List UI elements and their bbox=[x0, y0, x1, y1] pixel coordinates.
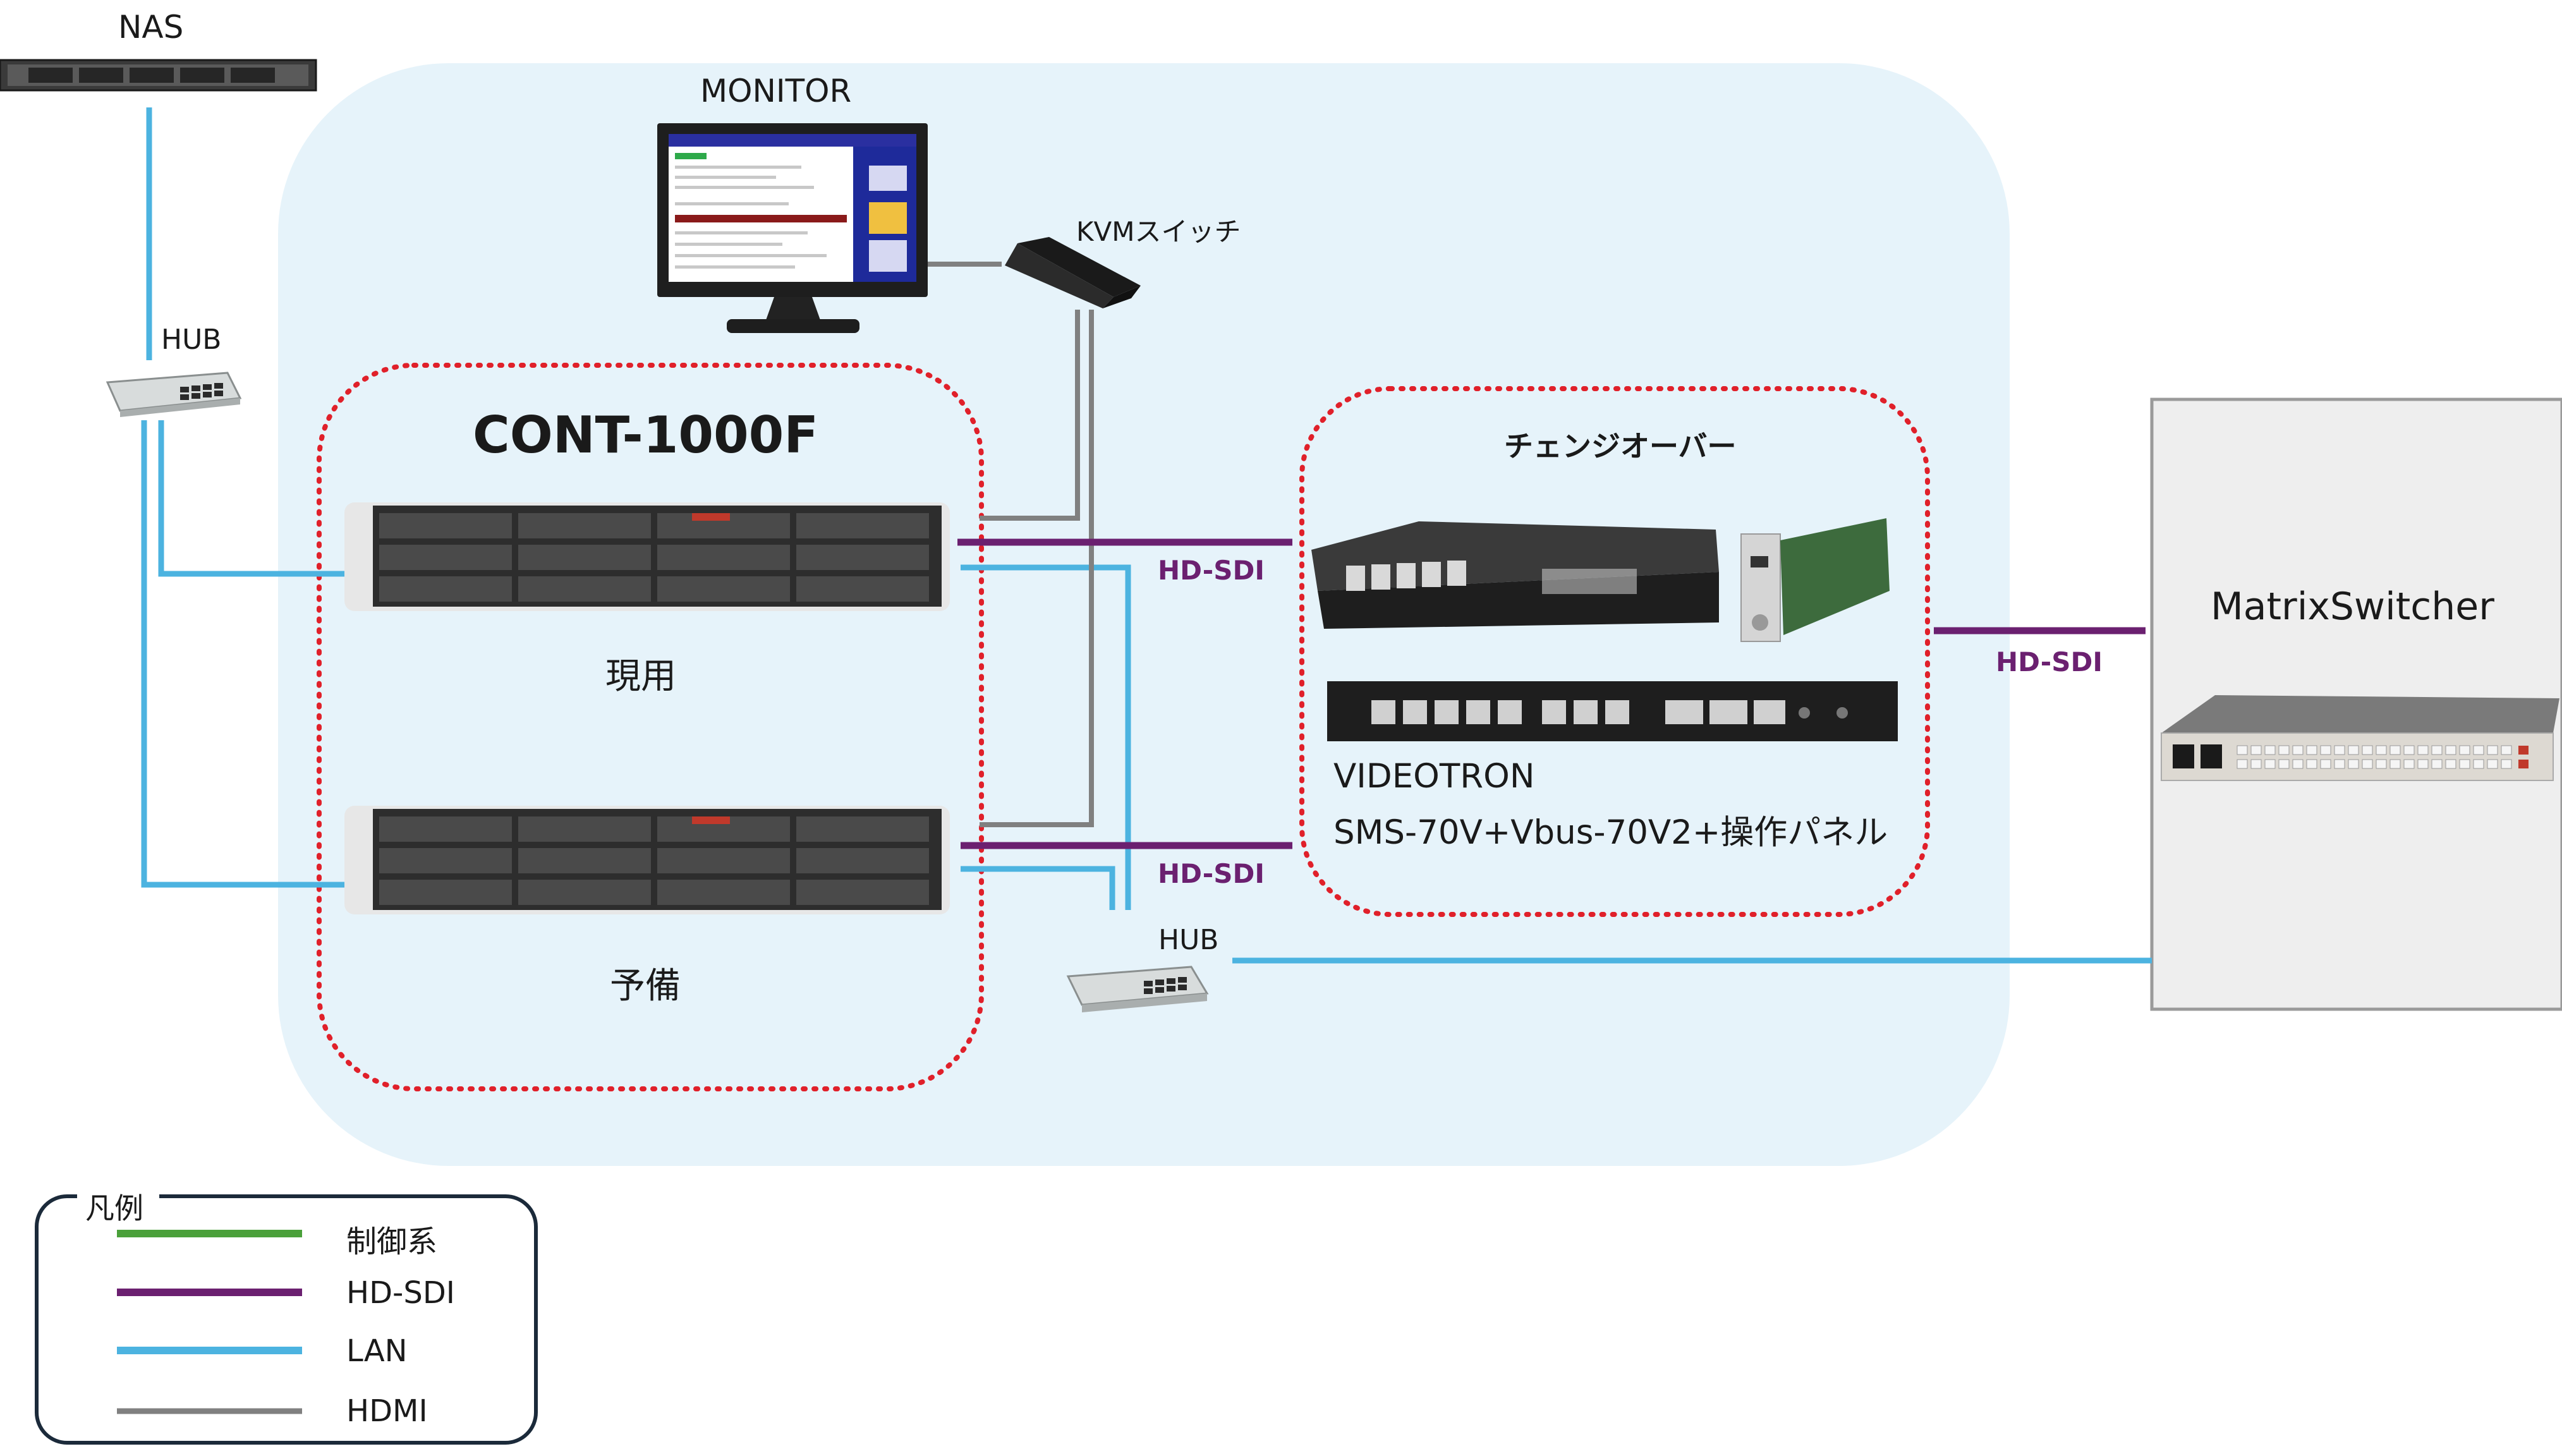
legend-title: 凡例 bbox=[85, 1191, 143, 1225]
lan-hub-to-active bbox=[158, 420, 344, 577]
cont-1000f-title: CONT-1000F bbox=[473, 406, 818, 464]
legend-label-lan: LAN bbox=[346, 1333, 408, 1369]
lan-standby-to-hub bbox=[961, 866, 1115, 910]
lan-connections bbox=[141, 107, 2152, 964]
hdmi-active-to-kvm bbox=[980, 310, 1080, 521]
legend-box bbox=[35, 1185, 538, 1445]
changeover-sms70v-device bbox=[1311, 521, 1719, 629]
cont-1000f-group bbox=[317, 363, 984, 1091]
changeover-title: チェンジオーバー bbox=[1504, 429, 1737, 463]
hub-bottom-device bbox=[1066, 966, 1209, 1012]
monitor-device bbox=[657, 123, 928, 333]
active-server-label: 現用 bbox=[605, 656, 676, 697]
matrix-switcher-label: MatrixSwitcher bbox=[2211, 585, 2494, 629]
matrix-switcher-device bbox=[2161, 695, 2559, 781]
kvm-label: KVMスイッチ bbox=[1076, 216, 1241, 247]
monitor-label: MONITOR bbox=[700, 73, 852, 109]
hdmi-standby-to-kvm bbox=[980, 310, 1094, 827]
operation-panel-device bbox=[1327, 681, 1898, 741]
server-active-device bbox=[344, 502, 950, 611]
hdsdi-connections bbox=[957, 538, 2146, 849]
lan-active-to-hub bbox=[961, 564, 1131, 910]
videotron-label-line1: VIDEOTRON bbox=[1333, 757, 1535, 796]
hub-top-device bbox=[106, 372, 242, 417]
hdsdi-label-standby: HD-SDI bbox=[1158, 858, 1265, 889]
kvm-switch-device bbox=[1005, 237, 1141, 308]
nas-device bbox=[0, 59, 317, 92]
legend-label-hdsdi: HD-SDI bbox=[346, 1275, 455, 1311]
hdsdi-label-matrix: HD-SDI bbox=[1996, 646, 2103, 677]
vbus-70v2-card-device bbox=[1740, 518, 1890, 642]
legend-label-hdmi: HDMI bbox=[346, 1393, 428, 1429]
lan-hub-to-standby bbox=[141, 420, 344, 888]
standby-server-label: 予備 bbox=[610, 966, 681, 1007]
hub-bottom-label: HUB bbox=[1158, 924, 1219, 956]
nas-label: NAS bbox=[118, 9, 184, 46]
hdmi-connections bbox=[928, 262, 1094, 827]
hdsdi-label-active: HD-SDI bbox=[1158, 555, 1265, 586]
videotron-label-line2: SMS-70V+Vbus-70V2+操作パネル bbox=[1333, 813, 1888, 852]
legend-label-control: 制御系 bbox=[346, 1224, 438, 1259]
changeover-group bbox=[1299, 386, 1930, 917]
server-standby-device bbox=[344, 806, 950, 914]
hub-top-label: HUB bbox=[161, 324, 222, 356]
